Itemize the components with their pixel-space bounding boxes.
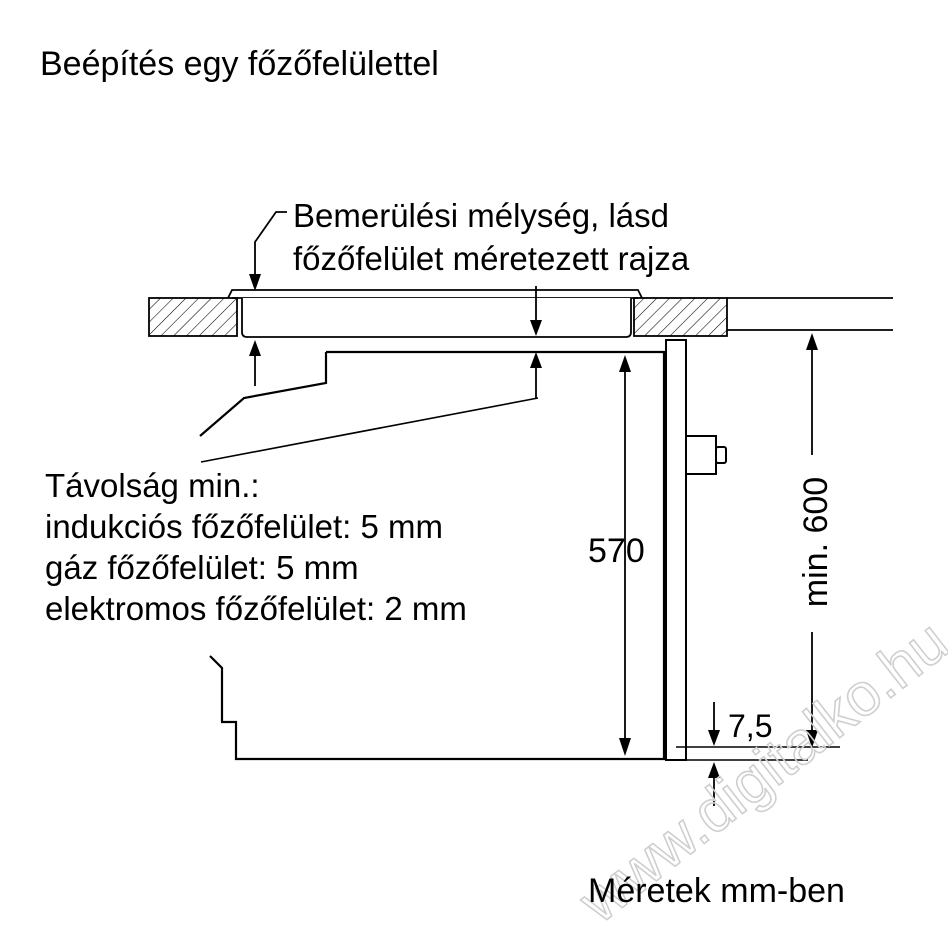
dimension-7-5-label: 7,5 (728, 708, 772, 744)
worktop-right (633, 297, 728, 337)
dimension-min-600 (806, 333, 818, 748)
hob-bottom-arrow (530, 286, 542, 336)
dimension-7-5 (676, 702, 840, 806)
oven-front (665, 339, 727, 761)
dimension-570-label: 570 (588, 532, 645, 570)
oven-top-arrow (530, 352, 542, 398)
dimension-570 (619, 355, 631, 756)
worktop-underside-arrow (249, 340, 261, 386)
distance-note-line4: elektromos főzőfelület: 2 mm (45, 590, 467, 627)
hob (227, 289, 643, 338)
oven-body (199, 350, 666, 761)
worktop-left (148, 297, 238, 337)
dimension-min-600-label: min. 600 (797, 477, 835, 607)
diagram-title: Beépítés egy főzőfelülettel (40, 45, 439, 83)
distance-note-line3: gáz főzőfelület: 5 mm (45, 549, 359, 586)
depth-note-line1: Bemerülési mélység, lásd (293, 197, 669, 234)
distance-note-line2: indukciós főzőfelület: 5 mm (45, 508, 443, 545)
units-note: Méretek mm-ben (588, 872, 845, 910)
distance-leader-line (200, 397, 539, 463)
depth-leader-arrow (249, 211, 287, 291)
depth-note-line2: főzőfelület méretezett rajza (293, 240, 690, 277)
distance-note-line1: Távolság min.: (45, 467, 260, 504)
